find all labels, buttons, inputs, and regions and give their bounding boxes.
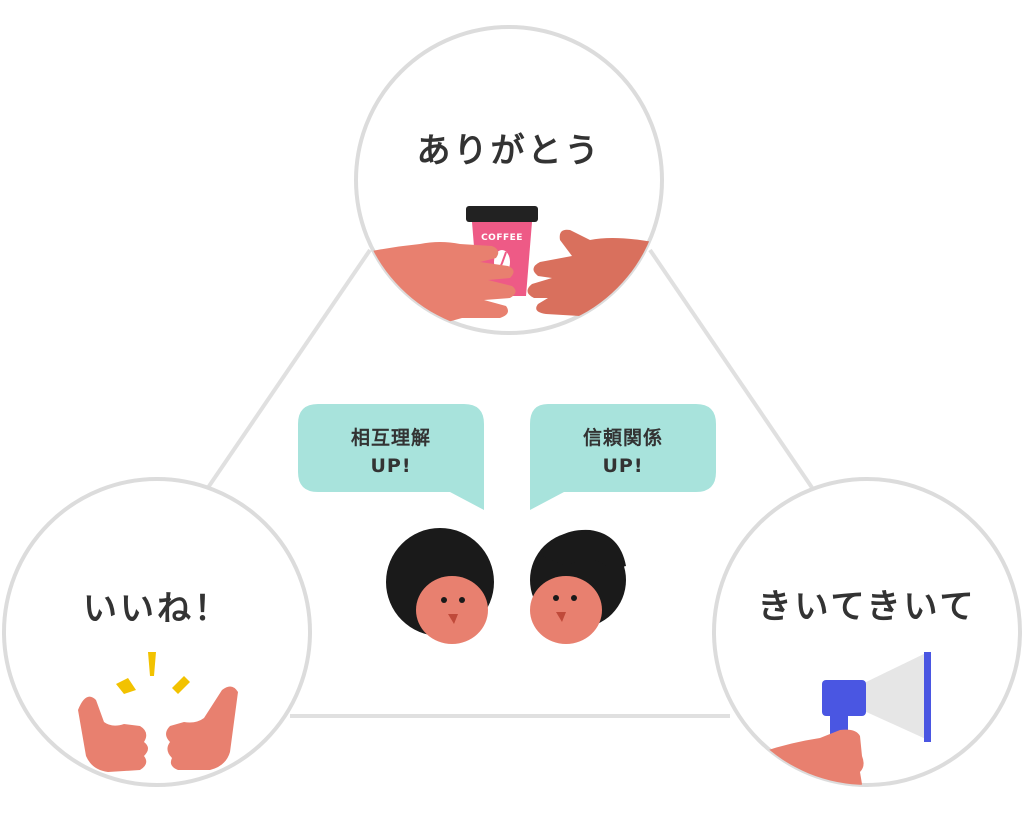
node-listen: きいてきいて — [712, 477, 1022, 787]
node-thanks: ありがとう COFFEE — [354, 25, 664, 335]
node-like-label: いいね！ — [83, 589, 231, 629]
bubble-trust-line2: UP! — [602, 455, 643, 477]
connector-top-right — [648, 248, 817, 494]
thumbs-up-illustration — [78, 652, 238, 772]
speech-bubble-trust: 信頼関係 UP! — [530, 404, 716, 510]
thumbs-up-left-icon — [78, 696, 148, 772]
eye-icon — [571, 595, 577, 601]
node-like: いいね！ — [2, 477, 312, 787]
thumbs-up-right-icon — [166, 686, 238, 770]
node-thanks-label: ありがとう — [417, 131, 602, 171]
bubble-mutual-understanding-line2: UP! — [370, 455, 411, 477]
spark-icon — [116, 652, 190, 694]
node-listen-label: きいてきいて — [758, 587, 977, 627]
eye-icon — [459, 597, 465, 603]
person-left-avatar — [386, 528, 494, 644]
coffee-cup-label: COFFEE — [481, 233, 523, 243]
speech-bubble-mutual-understanding: 相互理解 UP! — [298, 404, 484, 510]
triangle-connectors — [203, 248, 817, 718]
person-right-avatar — [530, 529, 626, 644]
eye-icon — [553, 595, 559, 601]
eye-icon — [441, 597, 447, 603]
connector-top-left — [203, 248, 372, 494]
bubble-mutual-understanding-line1: 相互理解 — [351, 426, 431, 449]
bubble-trust-line1: 信頼関係 — [583, 426, 663, 449]
